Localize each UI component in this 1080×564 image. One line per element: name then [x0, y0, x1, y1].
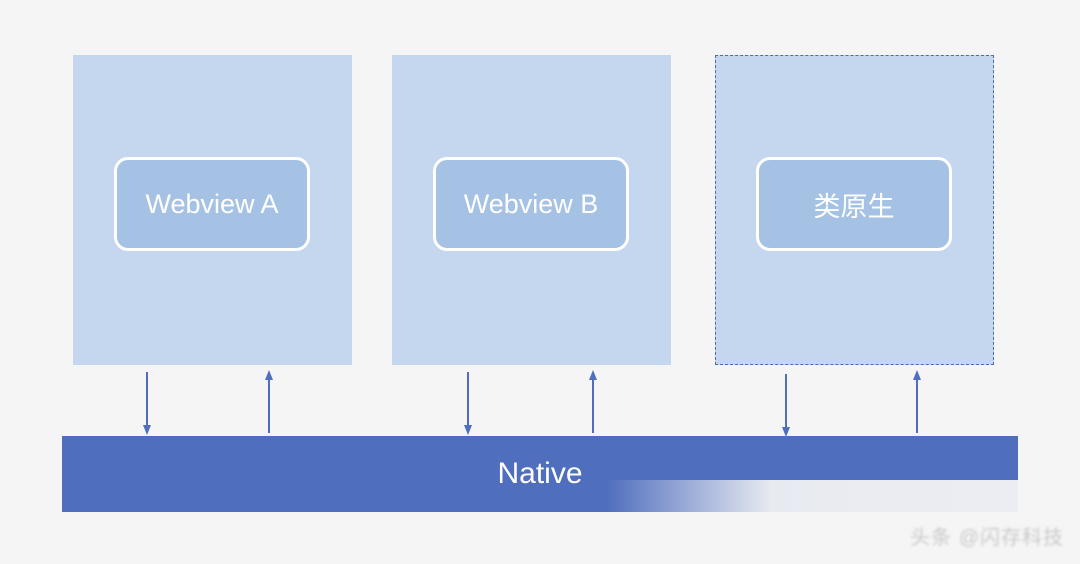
- native-like-label: 类原生: [813, 191, 895, 222]
- native-like-panel: 类原生: [715, 55, 994, 365]
- webview-b-label: Webview B: [463, 188, 599, 219]
- native-label: Native: [497, 457, 583, 490]
- webview-b-label-box: Webview B: [433, 157, 629, 251]
- webview-a-label: Webview A: [145, 188, 279, 219]
- webview-b-panel: Webview B: [392, 55, 671, 365]
- watermark-text: 头条 @闪存科技: [910, 527, 1064, 549]
- webview-a-panel: Webview A: [73, 55, 352, 365]
- watermark-overlay: 头条 @闪存科技: [606, 480, 1080, 564]
- native-like-label-box: 类原生: [756, 157, 952, 251]
- webview-a-label-box: Webview A: [114, 157, 310, 251]
